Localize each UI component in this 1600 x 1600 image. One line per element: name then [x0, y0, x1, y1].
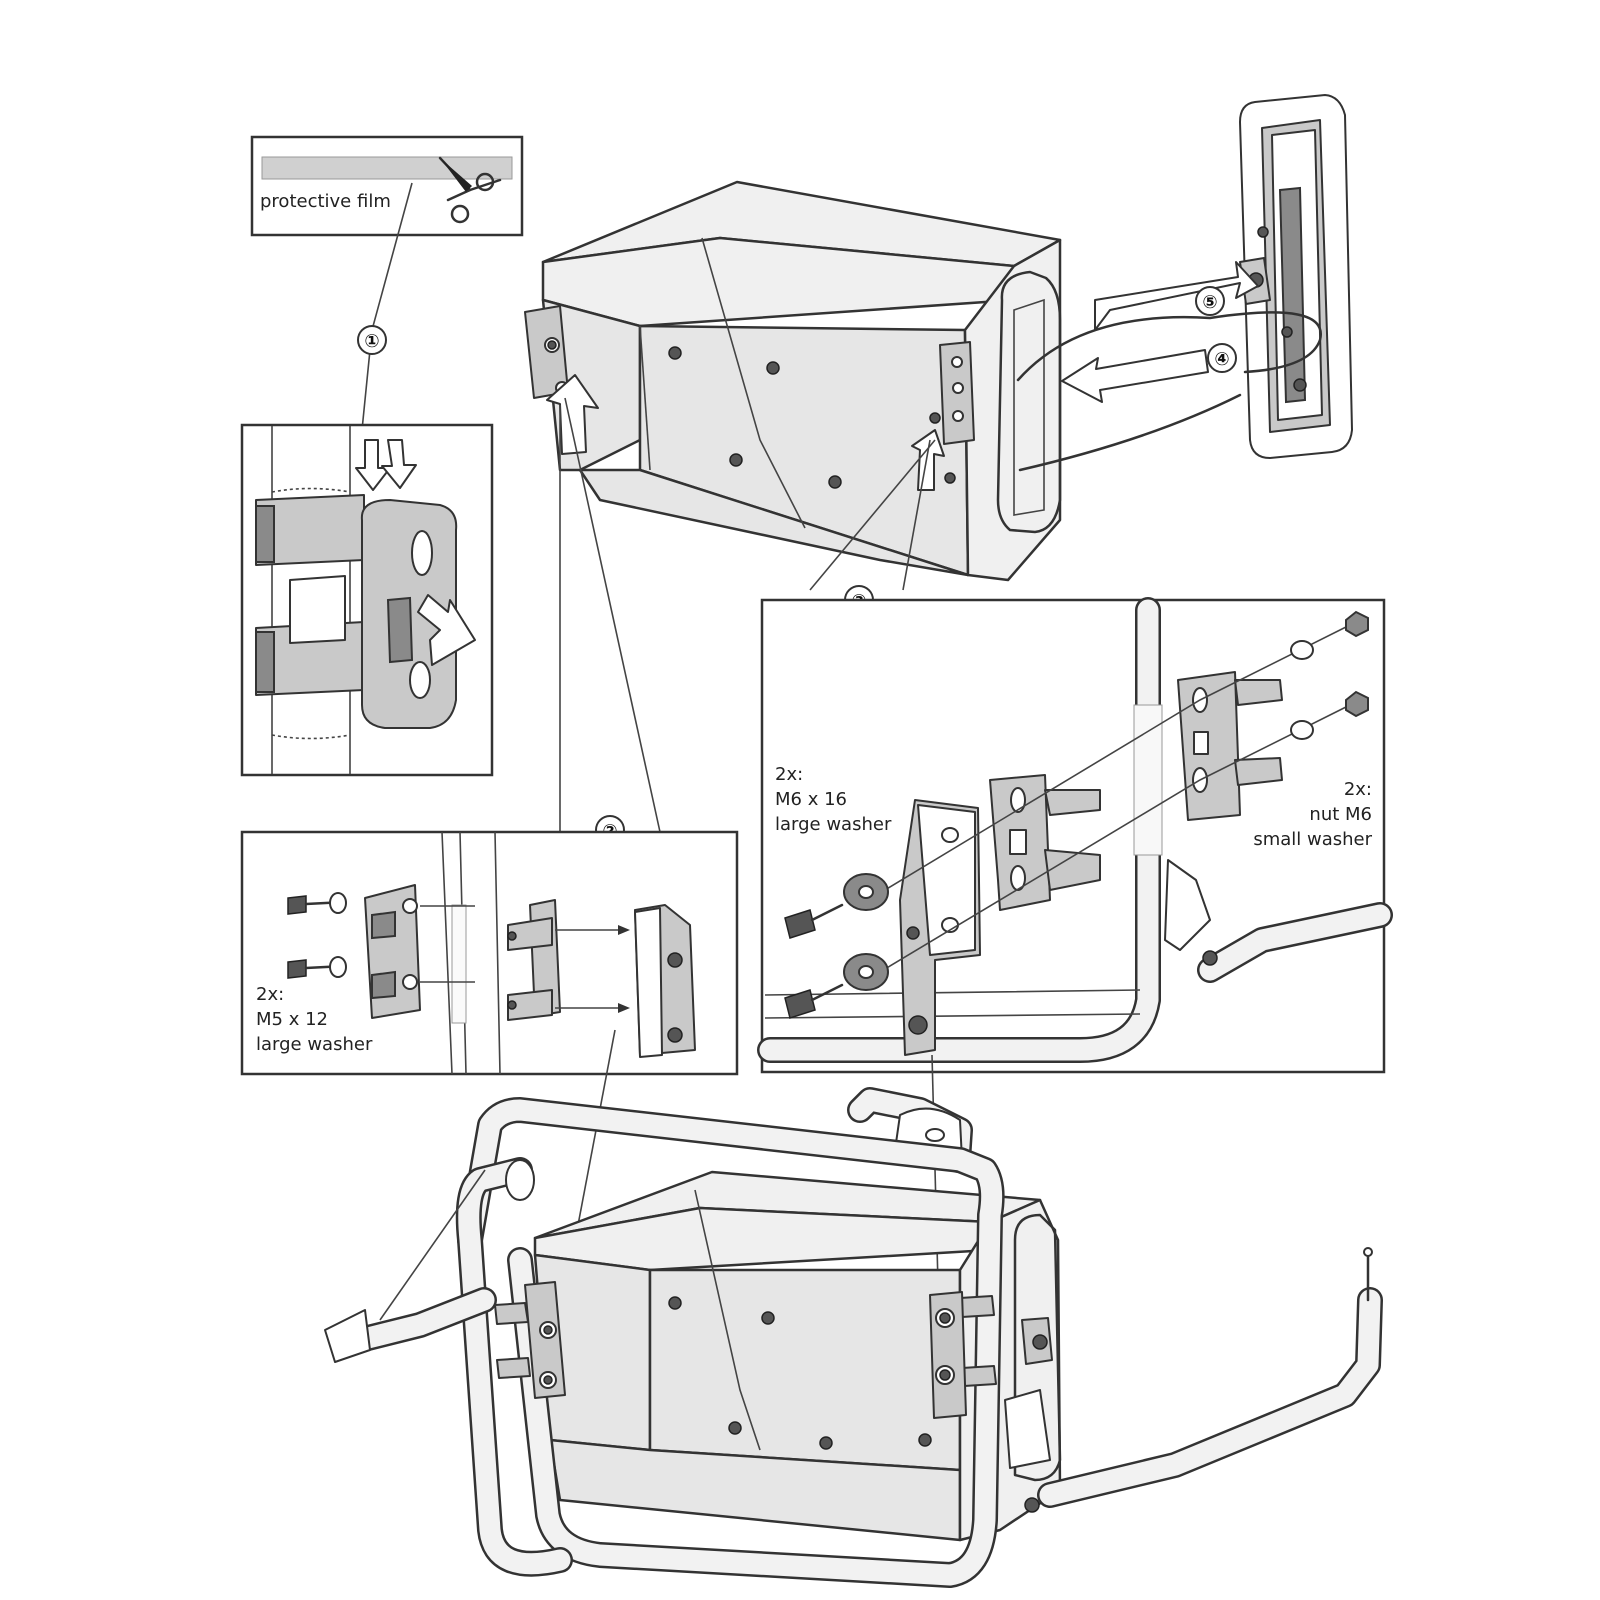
nut-washer-label: small washer — [1253, 829, 1372, 850]
m6-size-label: M6 x 16 — [775, 789, 847, 810]
step-5-label: ⑤ — [1202, 292, 1217, 313]
strap-detail-panel — [240, 423, 494, 777]
m5-qty-label: 2x: — [256, 984, 284, 1005]
protective-film-panel: protective film — [250, 135, 524, 237]
m6-washer-label: large washer — [775, 814, 892, 835]
toolbox-lid — [1239, 94, 1353, 459]
scissors-icon — [438, 156, 502, 224]
toolbox-top — [524, 180, 1062, 582]
m5-washer-label: large washer — [256, 1034, 373, 1055]
nut-size-label: nut M6 — [1309, 804, 1372, 825]
step-2-panel: 2x: M5 x 12 large washer — [240, 830, 739, 1076]
step-3-panel: 2x: M6 x 16 large washer 2x: nut M6 smal… — [757, 597, 1393, 1074]
step-4-label: ④ — [1214, 349, 1229, 370]
m6-qty-label: 2x: — [775, 764, 803, 785]
protective-film-label: protective film — [260, 191, 391, 212]
nut-qty-label: 2x: — [1344, 779, 1372, 800]
mounted-toolbox — [324, 1087, 1383, 1588]
m5-size-label: M5 x 12 — [256, 1009, 328, 1030]
m5-screw-icon — [287, 892, 347, 979]
step-1-label: ① — [364, 331, 379, 352]
